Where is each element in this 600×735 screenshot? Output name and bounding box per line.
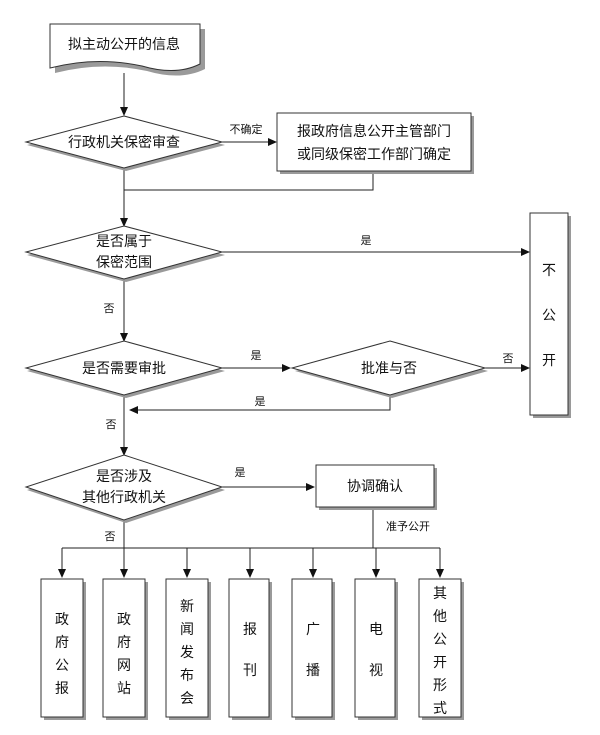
edge-report-return — [124, 172, 374, 191]
output-4: 报 刊 — [228, 578, 272, 720]
label-other-no: 否 — [105, 530, 116, 543]
node-other-line2: 其他行政机关 — [82, 490, 166, 506]
node-not-public: 不 公 开 — [529, 212, 571, 418]
node-not-public-char-3: 开 — [542, 353, 556, 369]
output-7-char-2: 他 — [433, 609, 447, 625]
node-review-decision: 行政机关保密审查 — [24, 115, 225, 171]
node-not-public-char-2: 公 — [542, 308, 556, 324]
label-secret-yes: 是 — [361, 234, 372, 247]
output-2-char-4: 站 — [117, 681, 131, 697]
output-7-char-4: 开 — [433, 655, 447, 671]
output-1: 政 府 公 报 — [40, 578, 86, 720]
connectors — [58, 73, 530, 578]
node-other-decision: 是否涉及 其他行政机关 — [24, 454, 225, 523]
output-2-char-2: 府 — [117, 635, 131, 651]
output-7-char-6: 式 — [433, 701, 447, 717]
node-secret-line2: 保密范围 — [96, 254, 152, 271]
output-6-char-1: 电 — [369, 622, 383, 638]
output-3-char-5: 会 — [180, 691, 194, 707]
node-start: 拟主动公开的信息 — [49, 23, 205, 76]
output-3: 新 闻 发 布 会 — [165, 578, 211, 720]
label-secret-no: 否 — [104, 302, 115, 315]
edge-approve-result-yes — [129, 395, 391, 414]
label-uncertain: 不确定 — [230, 122, 263, 136]
node-report: 报政府信息公开主管部门 或同级保密工作部门确定 — [276, 112, 474, 174]
node-not-public-char-1: 不 — [542, 263, 556, 279]
output-2-char-3: 网 — [117, 658, 131, 674]
node-report-line1: 报政府信息公开主管部门 — [297, 123, 451, 140]
output-3-char-2: 闻 — [180, 622, 194, 638]
node-approve-text: 是否需要审批 — [82, 361, 166, 377]
output-5: 广 播 — [291, 578, 335, 720]
label-allow-public: 准予公开 — [386, 520, 430, 533]
node-start-text: 拟主动公开的信息 — [68, 36, 180, 53]
output-1-char-2: 府 — [55, 635, 69, 651]
label-approve-yes: 是 — [251, 349, 262, 362]
node-approve-result-text: 批准与否 — [361, 361, 417, 377]
label-other-yes: 是 — [235, 466, 246, 479]
output-4-char-2: 刊 — [243, 663, 257, 679]
output-2: 政 府 网 站 — [102, 578, 148, 720]
node-coordinate-text: 协调确认 — [347, 479, 403, 495]
output-7-char-5: 形 — [433, 678, 447, 694]
label-approve-no: 否 — [106, 418, 117, 431]
node-other-line1: 是否涉及 — [96, 469, 152, 485]
node-approve-result-decision: 批准与否 — [290, 340, 488, 398]
node-coordinate: 协调确认 — [315, 464, 437, 510]
output-1-char-3: 公 — [55, 658, 69, 674]
node-secret-decision: 是否属于 保密范围 — [24, 225, 225, 282]
node-approve-decision: 是否需要审批 — [24, 340, 225, 398]
node-secret-line1: 是否属于 — [96, 234, 152, 250]
node-review-text: 行政机关保密审查 — [68, 134, 180, 151]
output-6-char-2: 视 — [369, 663, 383, 679]
output-6: 电 视 — [354, 578, 398, 720]
output-1-char-1: 政 — [55, 612, 69, 628]
output-5-char-2: 播 — [306, 663, 320, 679]
output-1-char-4: 报 — [55, 681, 69, 697]
output-3-char-3: 发 — [180, 645, 194, 661]
output-7: 其 他 公 开 形 式 — [418, 578, 464, 720]
output-2-char-1: 政 — [117, 612, 131, 628]
node-report-line2: 或同级保密工作部门确定 — [297, 146, 451, 163]
output-3-char-4: 布 — [180, 668, 194, 684]
output-4-char-1: 报 — [243, 622, 257, 638]
edge-labels: 不确定 是 否 是 否 是 否 是 准予公开 否 — [104, 122, 514, 543]
output-7-char-3: 公 — [433, 632, 447, 648]
output-7-char-1: 其 — [433, 586, 447, 602]
label-approve-result-yes: 是 — [255, 395, 266, 408]
output-5-char-1: 广 — [306, 622, 320, 638]
output-3-char-1: 新 — [180, 599, 194, 615]
label-approve-result-no: 否 — [503, 352, 514, 365]
